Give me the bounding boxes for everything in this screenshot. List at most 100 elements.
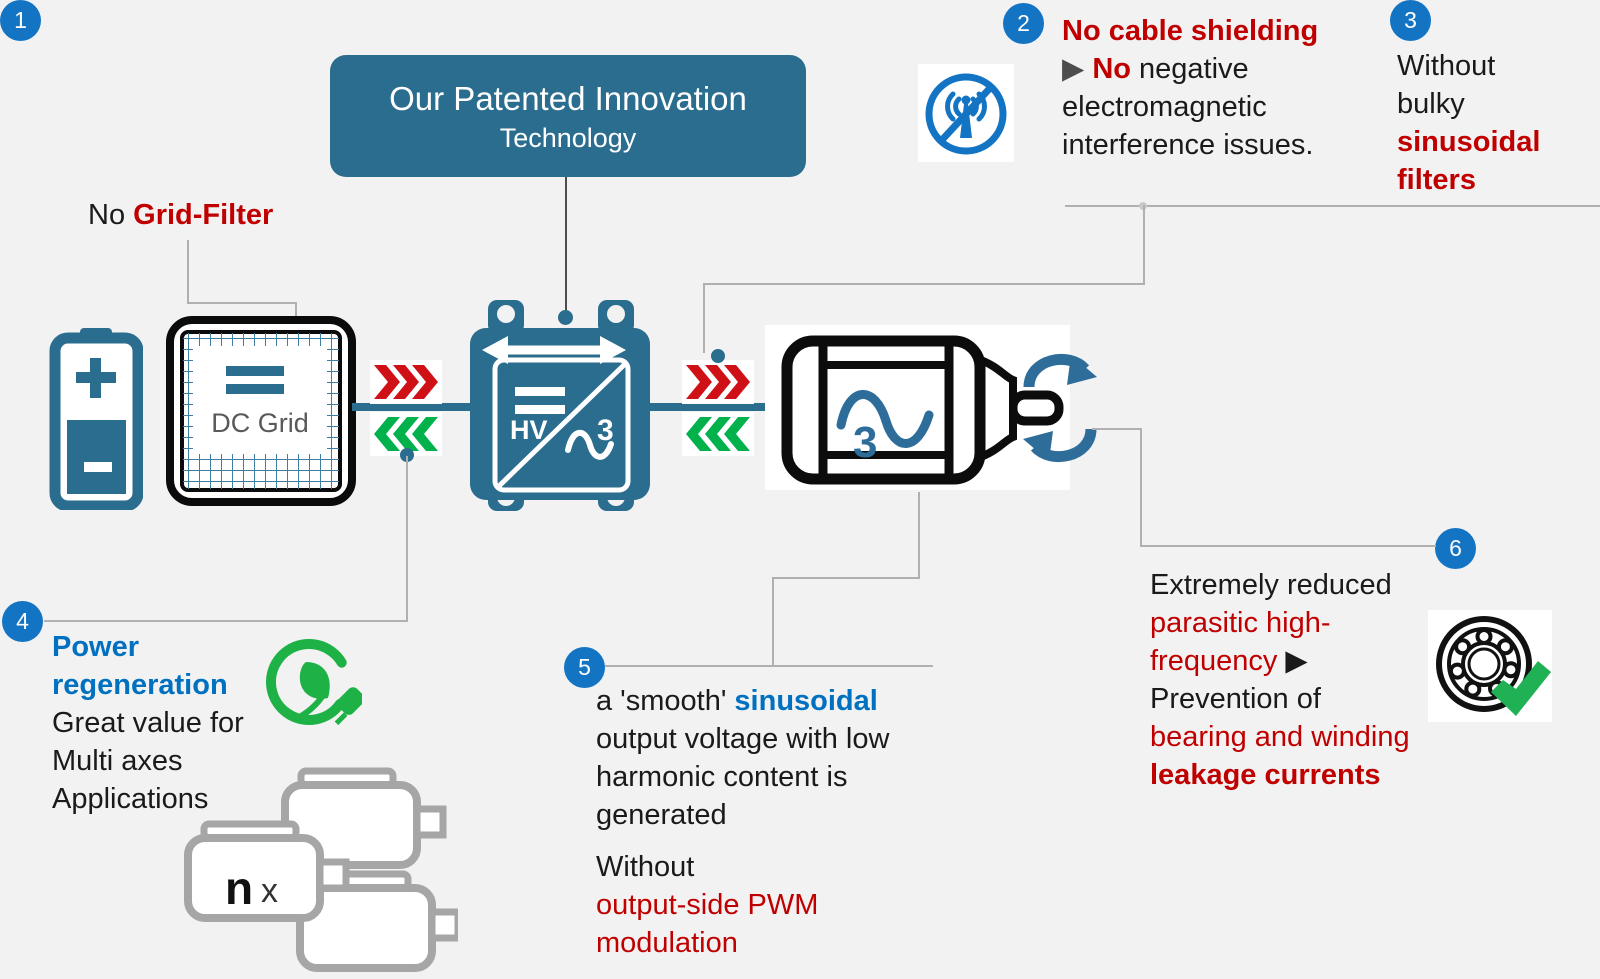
red-chevrons-icon xyxy=(686,365,750,399)
callout-4-text: Power regeneration Great value for Multi… xyxy=(52,628,244,818)
callout-5-line4: generated xyxy=(596,799,727,831)
multi-x-label: x xyxy=(261,872,278,910)
motor-icon: 3 xyxy=(781,335,1097,485)
callout-4-blue2: regeneration xyxy=(52,669,228,701)
no-emi-icon xyxy=(925,73,1007,155)
badge-5-number: 5 xyxy=(578,654,591,680)
callout-4-blue1: Power xyxy=(52,631,140,663)
dc-bus-line-right xyxy=(650,403,768,411)
connector-c23-top xyxy=(1065,205,1600,207)
callout-4-line5: Applications xyxy=(52,783,209,815)
power-flow-forward-left xyxy=(370,360,442,404)
title-line1: Our Patented Innovation xyxy=(389,80,747,117)
connector-c5-h2 xyxy=(605,665,933,667)
badge-4: 4 xyxy=(2,601,43,642)
title-line2: Technology xyxy=(499,123,637,153)
connector-title xyxy=(565,177,567,313)
badge-3: 3 xyxy=(1390,0,1431,41)
callout-4-line3: Great value for xyxy=(52,707,244,739)
badge-6-number: 6 xyxy=(1449,535,1462,561)
callout-3-text: Without bulky sinusoidal filters xyxy=(1397,47,1540,199)
bearing-check-icon xyxy=(1436,616,1551,716)
badge-1: 1 xyxy=(0,0,41,41)
connector-c23-v1 xyxy=(1143,205,1145,285)
connector-c4-dot xyxy=(400,448,414,462)
callout-5-line5: Without xyxy=(596,851,695,883)
connector-c5-h1 xyxy=(772,577,920,579)
power-flow-forward-right xyxy=(682,360,754,404)
green-chevrons-icon xyxy=(686,417,750,451)
callout-3-line1: Without xyxy=(1397,50,1496,82)
connector-c23-dot xyxy=(711,349,725,363)
callout-6-line2: frequency▶ xyxy=(1150,642,1410,680)
callout-3-line4: filters xyxy=(1397,164,1476,196)
connector-c1-h xyxy=(187,302,297,304)
callout-1-highlight: Grid-Filter xyxy=(133,199,274,231)
callout-5-line1: a 'smooth' sinusoidal xyxy=(596,682,889,720)
callout-1-pre: No xyxy=(88,199,134,231)
callout-5-spacer xyxy=(596,834,889,848)
callout-3-line3: sinusoidal xyxy=(1397,126,1541,158)
callout-2-text: No cable shielding ▶No negative electrom… xyxy=(1062,12,1318,164)
callout-5-blue: sinusoidal xyxy=(734,685,878,717)
callout-2-line1: No cable shielding xyxy=(1062,15,1319,47)
badge-5: 5 xyxy=(564,647,605,688)
callout-6-red3: bearing and winding xyxy=(1150,721,1410,753)
dc-grid-icon: DC Grid xyxy=(166,316,356,506)
badge-6: 6 xyxy=(1435,528,1476,569)
connector-c6-v xyxy=(1140,428,1142,547)
connector-c4-v xyxy=(406,456,408,622)
connector-c6-h2 xyxy=(1140,545,1436,547)
callout-2-no: No xyxy=(1092,53,1131,85)
callout-5-pre: a 'smooth' xyxy=(596,685,735,717)
callout-2-line3: electromagnetic xyxy=(1062,91,1267,123)
callout-5-line3: harmonic content is xyxy=(596,761,848,793)
callout-4-line4: Multi axes xyxy=(52,745,183,777)
connector-c6-h1 xyxy=(1092,428,1142,430)
callout-2-line4: interference issues. xyxy=(1062,129,1314,161)
callout-5-red2: modulation xyxy=(596,927,738,959)
connector-c5-v1 xyxy=(918,492,920,579)
dc-grid-label: DC Grid xyxy=(211,408,309,438)
callout-6-line1: Extremely reduced xyxy=(1150,569,1392,601)
badge-3-number: 3 xyxy=(1404,7,1417,33)
multi-motor-icon: n x xyxy=(183,762,458,977)
title-box: Our Patented Innovation Technology xyxy=(330,55,806,177)
converter-icon: HV 3 xyxy=(470,300,650,511)
battery-icon xyxy=(49,328,143,510)
badge-2-number: 2 xyxy=(1017,10,1030,36)
connector-c5-v2 xyxy=(772,577,774,667)
callout-3-line2: bulky xyxy=(1397,88,1465,120)
callout-6-red1: parasitic high- xyxy=(1150,607,1331,639)
badge-4-number: 4 xyxy=(16,608,29,634)
callout-2-negative: negative xyxy=(1130,53,1249,85)
power-flow-regen-right xyxy=(682,412,754,456)
right-pointer-icon: ▶ xyxy=(1285,645,1308,677)
callout-2-line2: ▶No negative xyxy=(1062,50,1318,88)
red-chevrons-icon xyxy=(374,365,438,399)
dc-bus-line-left xyxy=(352,403,472,411)
right-pointer-icon: ▶ xyxy=(1062,53,1085,85)
callout-6-red2: frequency xyxy=(1150,645,1278,677)
eco-plug-icon xyxy=(266,639,362,726)
connector-c23-v2 xyxy=(703,283,705,353)
callout-6-text: Extremely reduced parasitic high- freque… xyxy=(1150,566,1410,794)
rotation-arrows-icon xyxy=(1023,353,1097,463)
connector-c1-v1 xyxy=(187,240,189,304)
green-chevrons-icon xyxy=(374,417,438,451)
callout-5-red1: output-side PWM xyxy=(596,889,819,921)
callout-6-line3: Prevention of xyxy=(1150,683,1321,715)
badge-1-number: 1 xyxy=(14,7,27,33)
callout-1-text: No Grid-Filter xyxy=(88,196,273,234)
multi-n-label: n xyxy=(225,862,253,914)
callout-6-red4: leakage currents xyxy=(1150,759,1381,791)
connector-c23-h xyxy=(703,283,1145,285)
badge-2: 2 xyxy=(1003,3,1044,44)
hv-label: HV xyxy=(510,415,548,445)
connector-c4-h xyxy=(44,620,408,622)
connector-title-dot xyxy=(558,310,573,325)
converter-phase-label: 3 xyxy=(597,414,614,447)
callout-5-line2: output voltage with low xyxy=(596,723,890,755)
connector-c1-v2 xyxy=(295,302,297,322)
